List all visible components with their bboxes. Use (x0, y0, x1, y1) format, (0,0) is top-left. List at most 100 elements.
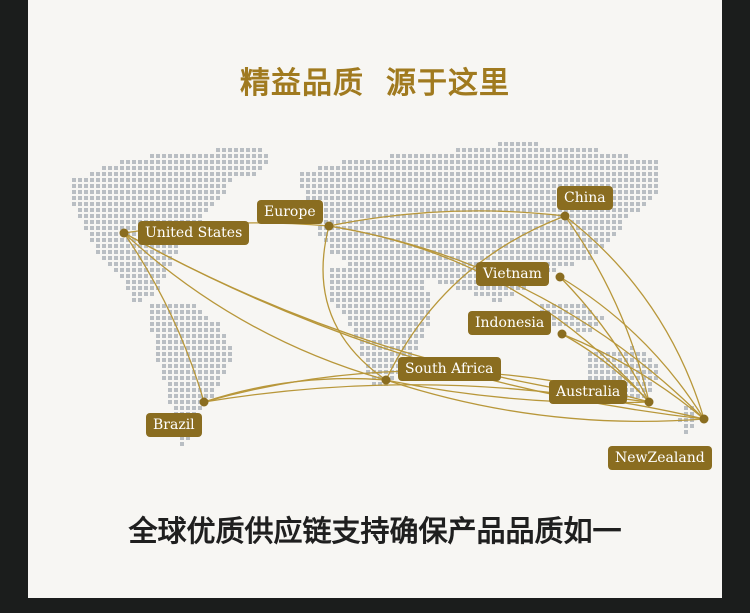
map-dot (438, 226, 442, 230)
map-dot (528, 142, 532, 146)
map-dot (564, 226, 568, 230)
map-dot (162, 346, 166, 350)
map-dot (384, 184, 388, 188)
map-dot (474, 214, 478, 218)
map-dot (528, 214, 532, 218)
map-dot (414, 184, 418, 188)
map-dot (468, 244, 472, 248)
map-dot (648, 184, 652, 188)
map-dot (372, 382, 376, 386)
map-dot (390, 232, 394, 236)
map-dot (300, 178, 304, 182)
map-dot (354, 202, 358, 206)
map-dot (516, 166, 520, 170)
map-dot (156, 310, 160, 314)
map-dot (408, 298, 412, 302)
map-dot (84, 214, 88, 218)
map-dot (90, 202, 94, 206)
map-dot (174, 358, 178, 362)
map-dot (444, 262, 448, 266)
map-dot (126, 226, 130, 230)
map-dot (462, 280, 466, 284)
map-dot (618, 172, 622, 176)
map-dot (360, 160, 364, 164)
map-dot (588, 376, 592, 380)
map-dot (198, 340, 202, 344)
map-dot (522, 172, 526, 176)
map-dot (174, 184, 178, 188)
map-dot (360, 274, 364, 278)
map-dot (438, 262, 442, 266)
map-dot (354, 226, 358, 230)
map-dot (390, 208, 394, 212)
map-dot (354, 208, 358, 212)
map-dot (408, 250, 412, 254)
map-dot (408, 310, 412, 314)
map-dot (192, 184, 196, 188)
map-dot (522, 154, 526, 158)
map-dot (174, 394, 178, 398)
map-dot (384, 202, 388, 206)
map-dot (420, 286, 424, 290)
map-dot (372, 208, 376, 212)
map-dot (564, 304, 568, 308)
map-dot (618, 376, 622, 380)
map-dot (474, 178, 478, 182)
map-dot (216, 364, 220, 368)
map-dot (450, 232, 454, 236)
map-dot (408, 202, 412, 206)
label-vietnam: Vietnam (476, 262, 549, 286)
map-dot (408, 322, 412, 326)
map-dot (612, 376, 616, 380)
map-dot (336, 172, 340, 176)
map-dot (396, 286, 400, 290)
map-dot (534, 172, 538, 176)
map-dot (612, 178, 616, 182)
map-dot (426, 238, 430, 242)
map-dot (162, 328, 166, 332)
map-dot (108, 202, 112, 206)
map-dot (654, 364, 658, 368)
map-dot (438, 208, 442, 212)
map-dot (582, 220, 586, 224)
map-dot (174, 214, 178, 218)
map-dot (600, 214, 604, 218)
map-dot (576, 244, 580, 248)
map-dot (348, 172, 352, 176)
map-dot (450, 220, 454, 224)
map-dot (636, 382, 640, 386)
map-dot (384, 346, 388, 350)
map-dot (90, 238, 94, 242)
map-dot (252, 148, 256, 152)
map-dot (204, 382, 208, 386)
map-dot (612, 202, 616, 206)
map-dot (468, 208, 472, 212)
map-dot (354, 160, 358, 164)
map-dot (342, 190, 346, 194)
map-dot (402, 298, 406, 302)
map-dot (552, 196, 556, 200)
map-dot (456, 184, 460, 188)
map-dot (372, 256, 376, 260)
map-dot (174, 316, 178, 320)
map-dot (492, 172, 496, 176)
map-dot (420, 160, 424, 164)
map-dot (552, 178, 556, 182)
map-dot (624, 184, 628, 188)
map-dot (498, 154, 502, 158)
map-dot (354, 274, 358, 278)
map-dot (438, 214, 442, 218)
map-dot (342, 304, 346, 308)
map-dot (108, 172, 112, 176)
map-dot (642, 202, 646, 206)
map-dot (444, 280, 448, 284)
map-dot (156, 214, 160, 218)
map-dot (192, 172, 196, 176)
map-dot (630, 190, 634, 194)
map-dot (384, 190, 388, 194)
map-dot (402, 172, 406, 176)
map-dot (354, 286, 358, 290)
map-dot (162, 172, 166, 176)
map-dot (84, 220, 88, 224)
map-dot (582, 172, 586, 176)
